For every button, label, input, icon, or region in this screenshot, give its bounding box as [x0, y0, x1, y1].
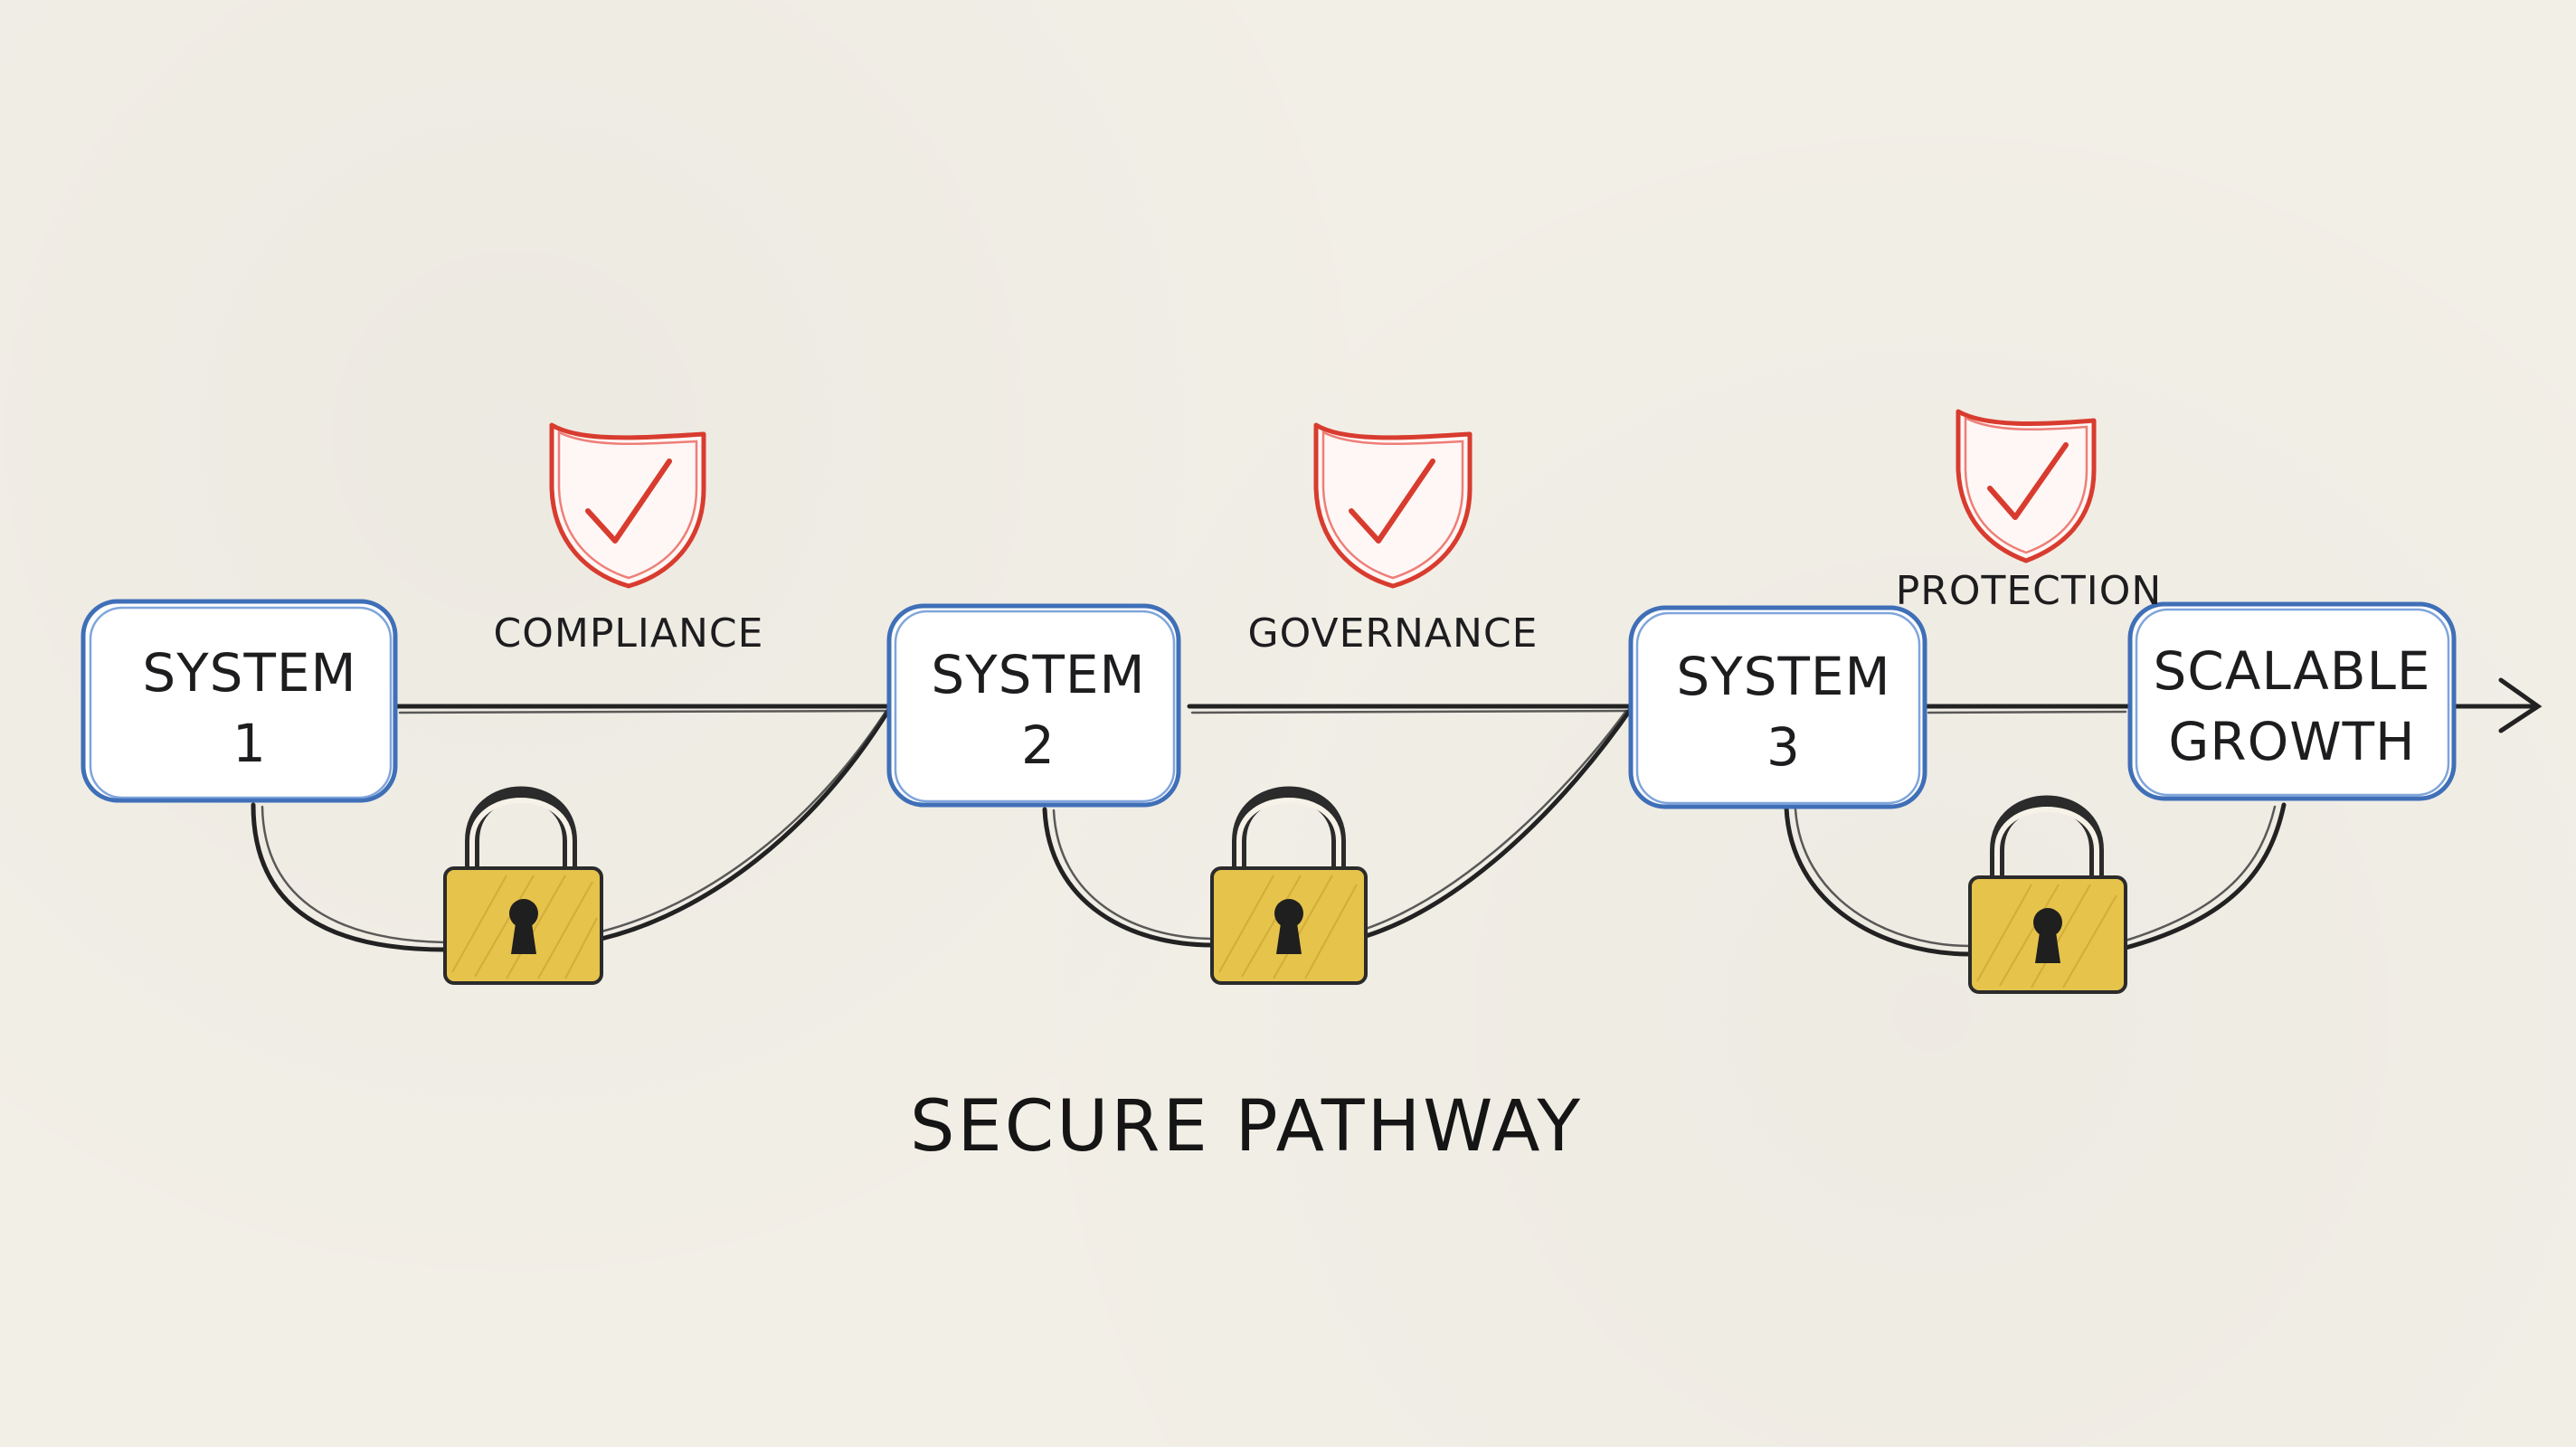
loop-1: [251, 704, 894, 952]
node-4-line2: GROWTH: [2168, 711, 2415, 772]
connector-3-4-sketch: [1927, 710, 2127, 714]
node-1-line1: SYSTEM: [142, 642, 356, 704]
label-protection: PROTECTION: [1896, 409, 2163, 614]
node-scalable-growth: SCALABLE GROWTH: [2127, 601, 2457, 801]
node-2-line2: 2: [1021, 714, 1056, 776]
loop-3: [1784, 802, 2287, 957]
padlock-icon: [443, 786, 603, 985]
node-3-line1: SYSTEM: [1676, 646, 1890, 707]
loop-2: [1042, 704, 1635, 948]
loop-1-sketch: [260, 709, 888, 944]
shield-check-icon: [1956, 409, 2097, 563]
label-governance: GOVERNANCE: [1248, 422, 1539, 657]
padlock-icon: [1210, 786, 1368, 985]
governance-label: GOVERNANCE: [1248, 610, 1539, 657]
loop-3-sketch: [1794, 805, 2277, 948]
node-system-2: SYSTEM 2: [886, 603, 1181, 808]
loop-2-sketch: [1052, 709, 1628, 941]
node-1-line2: 1: [232, 713, 267, 774]
output-arrow-head: [2498, 677, 2543, 733]
connector-1-2-sketch: [398, 709, 886, 714]
shield-check-icon: [549, 422, 706, 589]
node-4-line1: SCALABLE: [2153, 640, 2430, 702]
label-compliance: COMPLIANCE: [494, 422, 764, 657]
node-system-1: SYSTEM 1: [80, 599, 398, 803]
node-2-line1: SYSTEM: [931, 644, 1145, 705]
diagram-title: SECURE PATHWAY: [910, 1086, 1583, 1168]
connectors: [251, 677, 2543, 957]
padlock-icon: [1968, 795, 2127, 994]
shield-check-icon: [1313, 422, 1473, 589]
node-system-3: SYSTEM 3: [1628, 605, 1927, 809]
compliance-label: COMPLIANCE: [494, 610, 764, 657]
protection-label: PROTECTION: [1896, 568, 2163, 614]
connector-2-3-sketch: [1190, 709, 1628, 714]
node-3-line2: 3: [1766, 716, 1801, 778]
